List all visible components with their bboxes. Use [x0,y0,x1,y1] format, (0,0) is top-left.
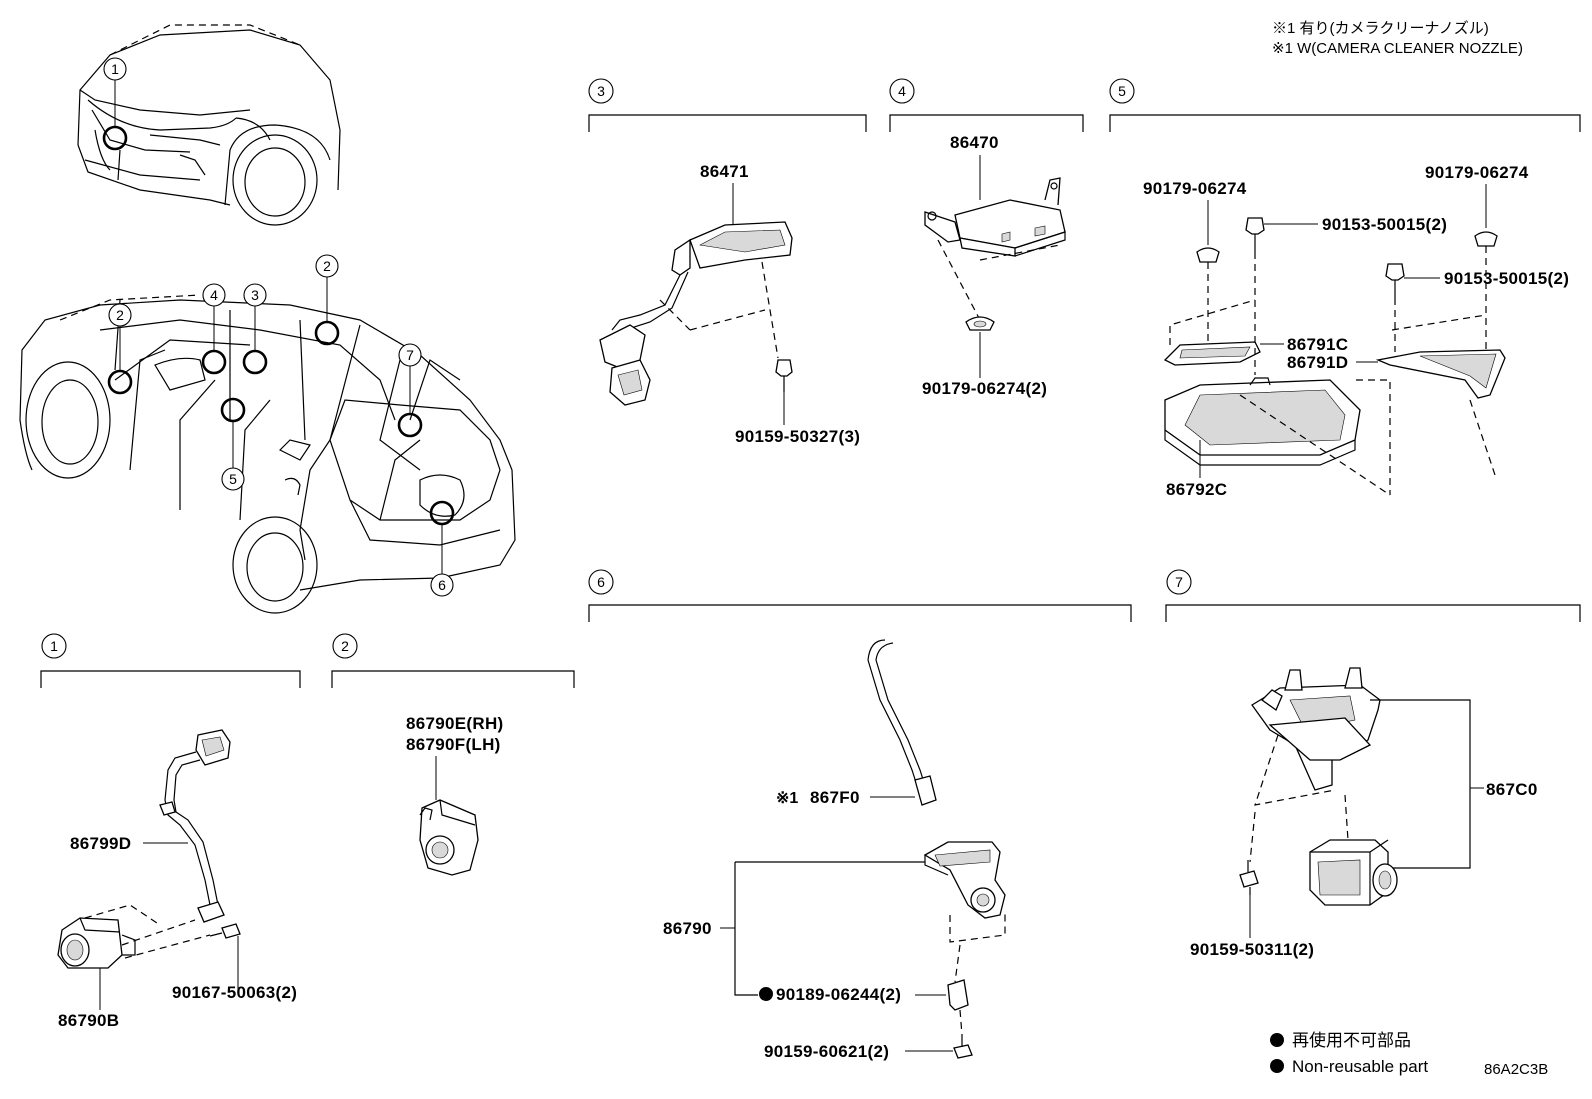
section-2-number: 2 [341,638,349,654]
legend-marker-en [1270,1059,1284,1073]
section-6: 6 ※1 867F0 86790 90189-06244(2) 90159-60… [588,569,1132,1061]
section-3: 3 86471 90159-50327(3) [588,78,867,446]
part-86471: 86471 [700,162,749,181]
callout-2-right: 2 [323,258,331,274]
part-90159-50327: 90159-50327(3) [735,427,860,446]
section-1-number: 1 [50,638,58,654]
part-86791C: 86791C [1287,335,1348,354]
callout-2-left: 2 [116,307,124,323]
section-5-number: 5 [1118,83,1126,99]
callout-1-front: 1 [111,61,119,77]
legend-marker-jp [1270,1033,1284,1047]
callout-3-car: 3 [251,287,259,303]
callout-4-car: 4 [210,287,218,303]
legend-jp: 再使用不可部品 [1292,1030,1411,1050]
front-vehicle-illustration: 1 [77,24,341,226]
section-3-number: 3 [597,83,605,99]
part-867C0: 867C0 [1486,780,1538,799]
legend-en: Non-reusable part [1292,1057,1428,1076]
section-6-number: 6 [597,574,605,590]
part-86790B: 86790B [58,1011,119,1030]
note-en: ※1 W(CAMERA CLEANER NOZZLE) [1272,40,1523,57]
part-90179-06274-right: 90179-06274 [1425,163,1529,182]
part-86790F-LH: 86790F(LH) [406,735,501,754]
part-86790: 86790 [663,919,712,938]
section-4: 4 86470 90179-06274(2) [889,78,1084,398]
part-867F0: 867F0 [810,788,860,807]
note-jp: ※1 有り(カメラクリーナノズル) [1272,20,1489,37]
part-90159-50311: 90159-50311(2) [1190,940,1314,959]
part-867F0-mark: ※1 [776,790,798,807]
callout-7-car: 7 [406,347,414,363]
section-5: 5 90179-06274 90153-50015(2) 90179-06274… [1109,78,1581,499]
diagram-code: 86A2C3B [1484,1061,1548,1078]
callout-6-car: 6 [438,577,446,593]
part-86790E-RH: 86790E(RH) [406,714,504,733]
part-90167-50063: 90167-50063(2) [172,983,297,1002]
part-90153-50015-right: 90153-50015(2) [1444,269,1569,288]
part-90179-06274-2: 90179-06274(2) [922,379,1047,398]
section-2: 2 86790E(RH) 86790F(LH) [331,633,575,876]
part-90153-50015-left: 90153-50015(2) [1322,215,1447,234]
part-86791D: 86791D [1287,353,1348,372]
part-90189-06244: 90189-06244(2) [776,985,901,1004]
section-7-number: 7 [1175,574,1183,590]
section-1: 1 86799D 86790B 90167-50063(2) [40,633,301,1030]
part-86792C: 86792C [1166,480,1227,499]
rear-vehicle-illustration: 2 4 3 2 7 5 6 [19,254,516,614]
section-7: 7 867C0 90159-50311(2) [1165,569,1581,959]
legend: 再使用不可部品 Non-reusable part 86A2C3B [1270,1030,1548,1078]
part-86799D: 86799D [70,834,131,853]
callout-5-car: 5 [229,471,237,487]
part-90159-60621: 90159-60621(2) [764,1042,889,1061]
non-reusable-marker-90189 [759,987,773,1001]
part-86470: 86470 [950,133,999,152]
section-4-number: 4 [898,83,906,99]
part-90179-06274-left: 90179-06274 [1143,179,1247,198]
